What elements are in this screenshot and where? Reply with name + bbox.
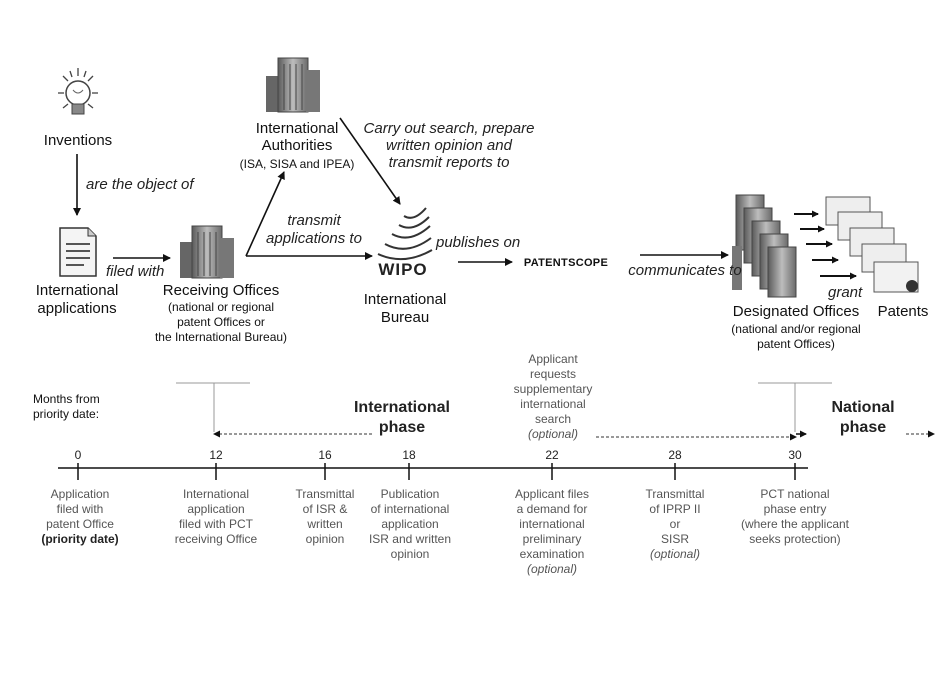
document-icon [59,227,97,277]
months-label-2: priority date: [33,407,100,421]
edge-label-carry-1: Carry out search, prepare [363,120,535,137]
lightbulb-icon [58,68,98,115]
edge-label-grant: grant [828,284,863,301]
supplementary-search-note: Applicant requests supplementary interna… [513,352,593,441]
patentscope-label: PATENTSCOPE [523,257,609,269]
intl-authorities-label-1: International [255,120,339,137]
patent-certificates-icon [825,196,919,293]
timeline [58,382,935,480]
tick-12: 12 [209,448,223,462]
edge-label-transmit-1: transmit [287,212,341,229]
intl-bureau-label-2: Bureau [380,309,430,326]
edge-label-carry-3: transmit reports to [388,154,510,171]
months-label-1: Months from [33,392,100,406]
designated-offices-label: Designated Offices [732,303,860,320]
edge-label-filed-with: filed with [106,263,165,280]
designated-offices-sub-2: patent Offices) [757,337,835,351]
intl-applications-label-2: applications [37,300,117,317]
receiving-offices-sub-2: patent Offices or [177,315,265,329]
wipo-logo-text: WIPO [378,260,428,279]
tick-0: 0 [74,448,82,462]
inventions-label: Inventions [43,132,113,149]
designated-offices-buildings-icon [732,194,797,298]
intl-authorities-label-2: Authorities [261,137,333,154]
national-phase-label-1: National [831,399,895,416]
receiving-office-building-icon [180,225,234,279]
international-phase-label-2: phase [378,419,426,436]
international-phase-label-1: International [353,399,450,416]
designated-offices-sub-1: (national and/or regional [731,322,861,336]
wipo-globe-logo [377,207,433,261]
intl-applications-label-1: International [35,282,119,299]
tick-18: 18 [402,448,416,462]
receiving-offices-sub-1: (national or regional [167,300,275,314]
edge-label-object-of: are the object of [86,176,194,193]
tick-16: 16 [318,448,332,462]
receiving-offices-label: Receiving Offices [162,282,280,299]
patents-label: Patents [877,303,929,320]
tick-28: 28 [668,448,682,462]
edge-label-transmit-2: applications to [266,230,362,247]
receiving-offices-sub-3: the International Bureau) [154,330,288,344]
international-authority-building-icon [266,57,320,113]
national-phase-label-2: phase [839,419,887,436]
edge-label-publishes-on: publishes on [436,234,521,251]
intl-bureau-label-1: International [363,291,447,308]
intl-authorities-sub: (ISA, SISA and IPEA) [239,157,355,171]
edge-label-carry-2: written opinion and [386,137,512,154]
tick-22: 22 [545,448,559,462]
edge-label-communicates-to: communicates to [628,262,742,279]
tick-30: 30 [788,448,802,462]
